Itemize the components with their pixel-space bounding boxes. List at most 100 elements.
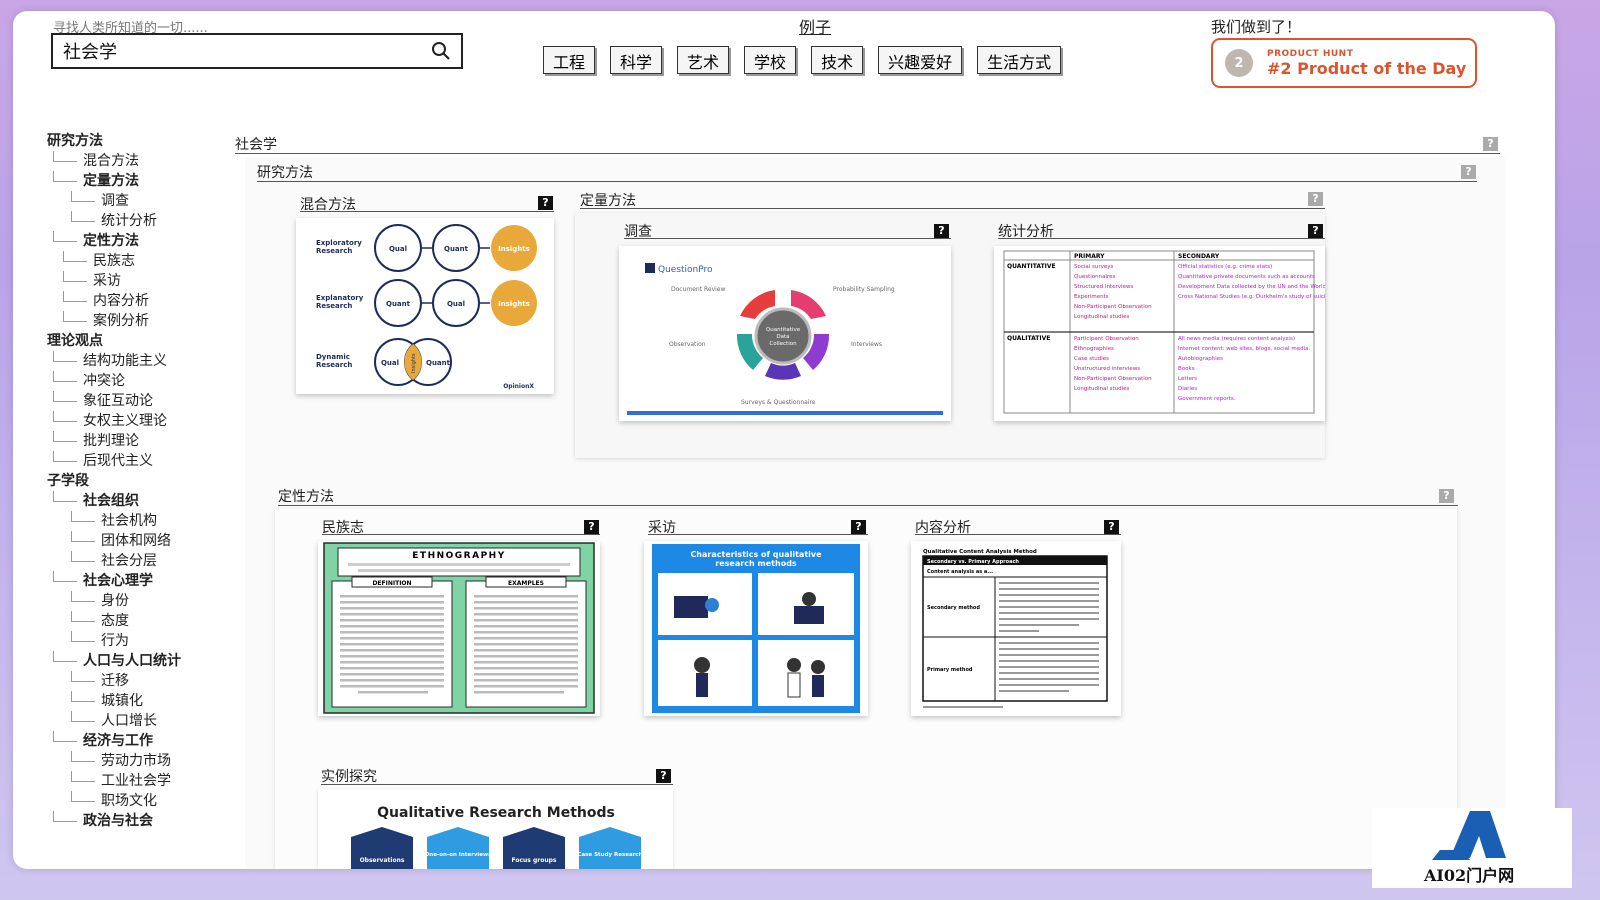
- product-hunt-badge[interactable]: 2 PRODUCT HUNT #2 Product of the Day: [1211, 38, 1477, 88]
- help-icon[interactable]: ?: [656, 769, 671, 783]
- sidebar-item[interactable]: 女权主义理论: [47, 411, 237, 431]
- sidebar-item[interactable]: 团体和网络: [47, 531, 237, 551]
- search-icon[interactable]: [431, 41, 451, 61]
- sidebar-item[interactable]: 统计分析: [47, 211, 237, 231]
- sidebar-item-label: 经济与工作: [83, 733, 153, 749]
- sidebar-item[interactable]: 研究方法: [47, 131, 237, 151]
- sidebar-item[interactable]: 劳动力市场: [47, 751, 237, 771]
- content-card[interactable]: Qualitative Content Analysis Method Seco…: [911, 541, 1121, 716]
- methods-title: 研究方法: [257, 165, 313, 181]
- sidebar-item[interactable]: 行为: [47, 631, 237, 651]
- interview-heading2: research methods: [715, 559, 797, 568]
- case-card[interactable]: Qualitative Research Methods Observation…: [318, 789, 673, 869]
- sidebar-item[interactable]: 身份: [47, 591, 237, 611]
- example-button-school[interactable]: 学校: [744, 46, 797, 74]
- help-icon[interactable]: ?: [1439, 489, 1454, 503]
- tree-connector: [71, 551, 95, 562]
- sidebar-item[interactable]: 后现代主义: [47, 451, 237, 471]
- product-hunt-title: 我们做到了！: [1211, 18, 1302, 36]
- survey-intv: Interviews: [851, 341, 882, 348]
- mixed-title: 混合方法: [300, 197, 356, 213]
- sidebar-item[interactable]: 社会组织: [47, 491, 237, 511]
- sidebar-item[interactable]: 职场文化: [47, 791, 237, 811]
- survey-doc: Document Review: [671, 286, 725, 293]
- help-icon[interactable]: ?: [1104, 520, 1119, 534]
- sidebar-item[interactable]: 人口增长: [47, 711, 237, 731]
- mixed-methods-card[interactable]: Exploratory Research Qual Quant Insights…: [296, 218, 554, 394]
- sidebar-item-label: 调查: [101, 193, 129, 209]
- survey-prob: Probability Sampling: [833, 286, 895, 293]
- tree-connector: [53, 571, 77, 582]
- search-box[interactable]: [51, 33, 463, 69]
- stats-item: Non-Participant Observation: [1074, 376, 1152, 382]
- tree-connector: [53, 411, 77, 422]
- example-button-hobbies[interactable]: 兴趣爱好: [878, 46, 963, 74]
- help-icon[interactable]: ?: [1308, 192, 1323, 206]
- tree-connector: [71, 211, 95, 222]
- sidebar-item[interactable]: 定量方法: [47, 171, 237, 191]
- stats-item: Quantitative private documents such as a…: [1178, 274, 1315, 280]
- sidebar-item[interactable]: 人口与人口统计: [47, 651, 237, 671]
- sidebar-item[interactable]: 社会分层: [47, 551, 237, 571]
- sidebar-item-label: 政治与社会: [83, 813, 153, 829]
- sidebar-item[interactable]: 理论观点: [47, 331, 237, 351]
- tree-connector: [71, 591, 95, 602]
- sidebar-item[interactable]: 批判理论: [47, 431, 237, 451]
- sidebar-item[interactable]: 迁移: [47, 671, 237, 691]
- tree-connector: [53, 231, 77, 242]
- sidebar-item-label: 理论观点: [47, 333, 103, 349]
- content-sub: Secondary vs. Primary Approach: [927, 559, 1019, 565]
- search-input[interactable]: [63, 40, 431, 62]
- sidebar-item[interactable]: 社会机构: [47, 511, 237, 531]
- sidebar-item-label: 人口与人口统计: [83, 653, 181, 669]
- tree-connector: [71, 791, 95, 802]
- tree-connector: [53, 491, 77, 502]
- example-button-science[interactable]: 科学: [610, 46, 663, 74]
- root-title: 社会学: [235, 137, 277, 153]
- sidebar-item-label: 统计分析: [101, 213, 157, 229]
- sidebar-item[interactable]: 态度: [47, 611, 237, 631]
- sidebar-item[interactable]: 定性方法: [47, 231, 237, 251]
- case-hex-0: Observations: [360, 857, 405, 864]
- sidebar-item[interactable]: 冲突论: [47, 371, 237, 391]
- example-button-lifestyle[interactable]: 生活方式: [977, 46, 1062, 74]
- example-button-tech[interactable]: 技术: [811, 46, 864, 74]
- sidebar-item[interactable]: 混合方法: [47, 151, 237, 171]
- help-icon[interactable]: ?: [538, 196, 553, 210]
- stats-item: Letters: [1178, 376, 1197, 382]
- sidebar-item[interactable]: 案例分析: [47, 311, 237, 331]
- sidebar-item-label: 社会机构: [101, 513, 157, 529]
- medal-icon: 2: [1225, 49, 1253, 77]
- stats-item: Development Data collected by the UN and…: [1178, 284, 1325, 290]
- watermark-text: AI02门户网: [1424, 866, 1515, 885]
- sidebar-item[interactable]: 内容分析: [47, 291, 237, 311]
- sidebar-item[interactable]: 采访: [47, 271, 237, 291]
- sidebar-item[interactable]: 子学段: [47, 471, 237, 491]
- help-icon[interactable]: ?: [851, 520, 866, 534]
- help-icon[interactable]: ?: [1483, 137, 1498, 151]
- sidebar-item[interactable]: 经济与工作: [47, 731, 237, 751]
- sidebar-item[interactable]: 民族志: [47, 251, 237, 271]
- help-icon[interactable]: ?: [584, 520, 599, 534]
- sidebar-item[interactable]: 象征互动论: [47, 391, 237, 411]
- sidebar-item[interactable]: 政治与社会: [47, 811, 237, 831]
- sidebar-item-label: 社会组织: [83, 493, 139, 509]
- sidebar-item[interactable]: 社会心理学: [47, 571, 237, 591]
- tree-connector: [71, 711, 95, 722]
- help-icon[interactable]: ?: [1308, 224, 1323, 238]
- ethno-card[interactable]: ETHNOGRAPHY DEFINITION EXAMPLES: [318, 541, 600, 716]
- survey-card[interactable]: QuestionPro Document Review Probability …: [619, 246, 951, 421]
- case-rule: [321, 784, 673, 785]
- sidebar-item[interactable]: 结构功能主义: [47, 351, 237, 371]
- help-icon[interactable]: ?: [934, 224, 949, 238]
- tree-connector: [53, 151, 77, 162]
- sidebar-item[interactable]: 工业社会学: [47, 771, 237, 791]
- example-button-art[interactable]: 艺术: [677, 46, 730, 74]
- help-icon[interactable]: ?: [1461, 165, 1476, 179]
- sidebar-item[interactable]: 城镇化: [47, 691, 237, 711]
- stats-card[interactable]: PRIMARY SECONDARY QUANTITATIVE QUALITATI…: [994, 246, 1342, 421]
- sidebar-item[interactable]: 调查: [47, 191, 237, 211]
- example-button-engineering[interactable]: 工程: [543, 46, 596, 74]
- stats-item: Experiments: [1074, 294, 1109, 300]
- interview-card[interactable]: Characteristics of qualitative research …: [644, 541, 868, 716]
